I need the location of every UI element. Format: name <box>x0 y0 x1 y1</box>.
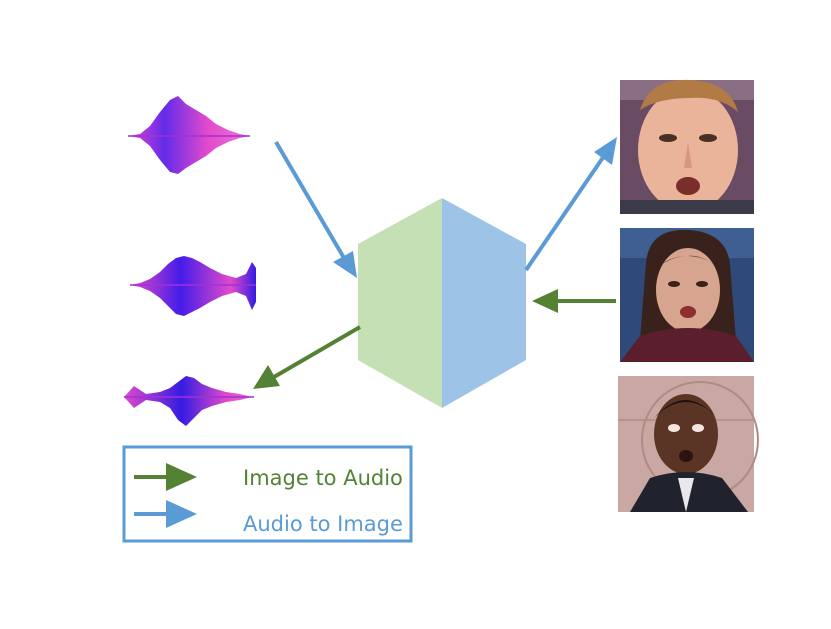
arrow-face-to-model <box>532 289 616 313</box>
legend-audio-to-image-label: Audio to Image <box>243 512 403 536</box>
face-man-bottom <box>618 376 759 512</box>
arrow-model-to-audio <box>253 325 362 389</box>
arrow-audio-to-model <box>274 140 357 278</box>
legend: Image to Audio Audio to Image <box>122 445 413 543</box>
legend-green-arrow <box>134 463 197 491</box>
face-woman-middle <box>620 228 754 362</box>
model-hexagon <box>358 198 526 408</box>
arrow-model-to-face <box>524 137 617 272</box>
legend-blue-arrow <box>134 500 197 528</box>
hexagon-right-half <box>442 198 526 408</box>
waveform-middle <box>130 256 256 316</box>
waveform-top <box>128 96 250 174</box>
hexagon-left-half <box>358 198 442 408</box>
face-man-top <box>620 79 754 214</box>
waveform-bottom <box>124 376 254 426</box>
legend-image-to-audio-label: Image to Audio <box>243 466 403 490</box>
